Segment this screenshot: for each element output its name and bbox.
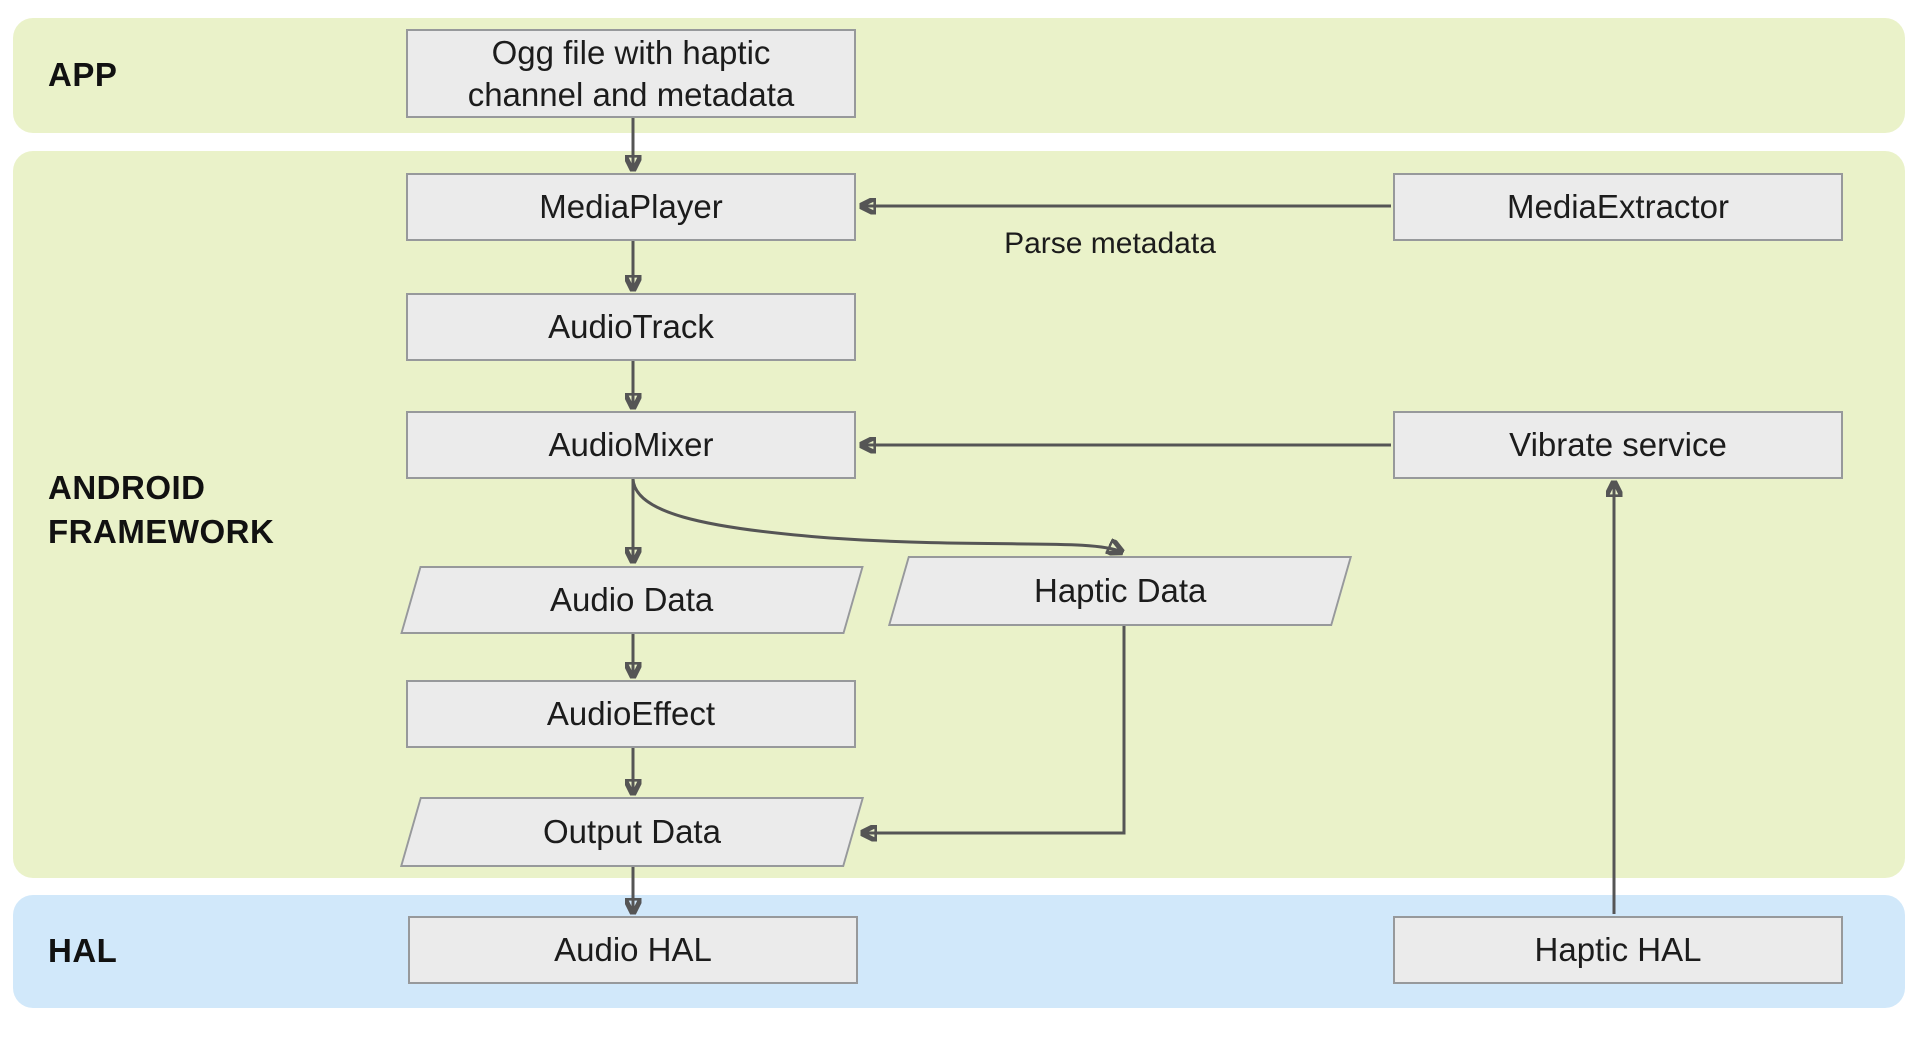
node-haptic-hal-label: Haptic HAL bbox=[1534, 931, 1702, 968]
node-mediaplayer-label: MediaPlayer bbox=[539, 188, 723, 225]
node-audiotrack: AudioTrack bbox=[406, 293, 856, 361]
node-ogg-file: Ogg file with haptic channel and metadat… bbox=[406, 29, 856, 118]
node-audioeffect-label: AudioEffect bbox=[546, 695, 716, 732]
node-audioeffect: AudioEffect bbox=[406, 680, 856, 748]
band-label-hal: HAL bbox=[48, 932, 118, 969]
node-audio-hal-label: Audio HAL bbox=[554, 931, 712, 968]
node-mediaextractor: MediaExtractor bbox=[1393, 173, 1843, 241]
band-app bbox=[13, 18, 1905, 133]
node-audiomixer-label: AudioMixer bbox=[548, 426, 714, 463]
node-output-data-label: Output Data bbox=[543, 813, 721, 850]
node-haptic-hal: Haptic HAL bbox=[1393, 916, 1843, 984]
node-audio-hal: Audio HAL bbox=[408, 916, 858, 984]
node-ogg-file-label-line2: channel and metadata bbox=[467, 75, 795, 113]
band-label-app: APP bbox=[48, 56, 118, 93]
node-audiomixer: AudioMixer bbox=[406, 411, 856, 479]
node-audio-data-label: Audio Data bbox=[550, 581, 714, 618]
band-label-android-framework: ANDROID FRAMEWORK bbox=[48, 466, 274, 554]
node-audiotrack-label: AudioTrack bbox=[548, 308, 714, 345]
node-output-data: Output Data bbox=[399, 797, 865, 867]
band-label-android-framework-line2: FRAMEWORK bbox=[48, 513, 275, 550]
node-ogg-file-label-line1: Ogg file with haptic bbox=[491, 33, 771, 71]
node-haptic-data-label: Haptic Data bbox=[1033, 572, 1207, 609]
band-label-android-framework-line1: ANDROID bbox=[48, 469, 206, 506]
node-vibrate-service: Vibrate service bbox=[1393, 411, 1843, 479]
node-audio-data: Audio Data bbox=[400, 566, 864, 634]
edge-label-parse-metadata: Parse metadata bbox=[1004, 227, 1216, 260]
node-mediaextractor-label: MediaExtractor bbox=[1507, 188, 1729, 225]
node-haptic-data: Haptic Data bbox=[887, 556, 1353, 626]
node-vibrate-service-label: Vibrate service bbox=[1509, 426, 1727, 463]
node-mediaplayer: MediaPlayer bbox=[406, 173, 856, 241]
